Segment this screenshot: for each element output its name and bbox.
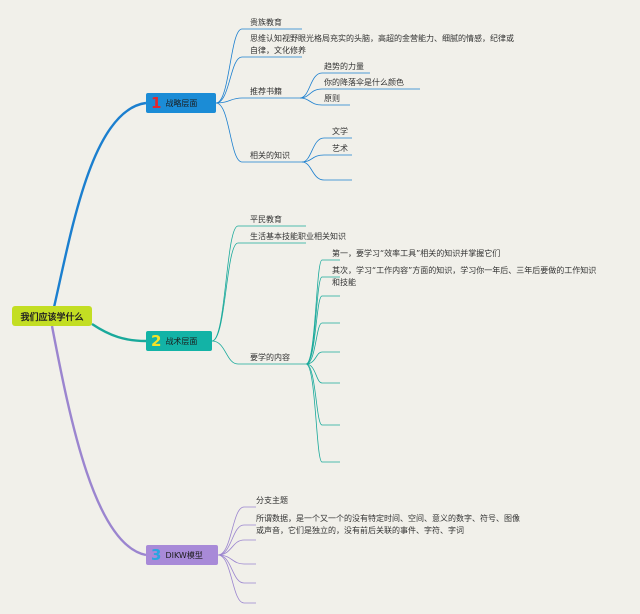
link-dikw-child-1 [217,524,256,556]
link-dikw-child-3 [217,554,256,565]
root-label: 我们应该学什么 [20,312,84,323]
content-work-knowledge[interactable]: 其次，学习“工作内容”方面的知识，学习你一年后、三年后要做的工作知识和技能 [332,266,597,287]
branch-tactical[interactable]: 2 战术层面 [146,331,212,351]
link-content-2 [305,295,340,365]
link-books-2 [299,97,350,106]
link-knowledge-2 [301,161,352,181]
knowledge-art[interactable]: 艺术 [332,144,348,153]
branch-label-dikw: DIKW模型 [165,550,203,560]
link-root-dikw [50,325,147,557]
knowledge-literature[interactable]: 文学 [332,127,348,136]
branch-label-strategic: 战略层面 [165,98,198,108]
link-content-4 [305,351,340,365]
content-efficiency-tools[interactable]: 第一，要学习“效率工具”相关的知识并掌握它们 [332,249,501,258]
branch-number-3: 3 [151,546,162,564]
link-strategic-child-1 [215,56,302,104]
book-principles[interactable]: 原则 [324,94,340,103]
link-content-7 [305,363,340,463]
topic-data-definition[interactable]: 所谓数据，是一个又一个的没有特定时间、空间、意义的数字、符号、图像或声音，它们是… [256,514,520,535]
link-knowledge-0 [301,137,352,163]
link-strategic-child-0 [215,28,302,104]
link-tactical-child-1 [211,242,306,342]
topic-related-knowledge[interactable]: 相关的知识 [250,151,290,160]
topic-branch-subject[interactable]: 分支主题 [256,496,288,505]
link-strategic-child-2 [215,97,302,104]
link-tactical-child-2 [211,340,306,365]
link-content-1 [305,276,340,365]
branch-label-tactical: 战术层面 [165,336,198,346]
link-content-6 [305,363,340,426]
topic-civilian-education[interactable]: 平民教育 [250,215,282,224]
root-node[interactable]: 我们应该学什么 [12,306,92,326]
link-books-1 [299,88,420,99]
link-knowledge-1 [301,154,352,163]
topic-life-skills[interactable]: 生活基本技能职业相关知识 [250,232,346,241]
link-dikw-child-5 [217,554,256,604]
topic-recommended-books[interactable]: 推荐书籍 [250,87,282,96]
branch-number-2: 2 [151,332,162,350]
book-parachute-color[interactable]: 你的降落伞是什么颜色 [324,78,404,87]
branch-dikw[interactable]: 3 DIKW模型 [146,545,218,565]
topic-noble-education[interactable]: 贵族教育 [250,18,282,27]
link-dikw-child-4 [217,554,256,584]
link-content-0 [305,259,340,365]
link-root-strategic [50,101,147,317]
link-root-tactical [91,323,147,343]
topic-thinking-cognition[interactable]: 思维认知视野眼光格局充实的头脑，高超的金营能力、细腻的情感，纪律或自律，文化修养 [250,34,514,55]
book-power-of-trend[interactable]: 趋势的力量 [324,62,364,71]
link-dikw-child-0 [217,506,256,556]
topic-learning-content[interactable]: 要学的内容 [250,353,290,362]
link-content-5 [305,363,340,384]
link-content-3 [305,322,340,365]
link-books-0 [299,72,370,99]
branch-number-1: 1 [151,94,162,112]
branch-strategic[interactable]: 1 战略层面 [146,93,216,113]
link-dikw-child-2 [217,539,256,556]
link-strategic-child-3 [215,102,302,163]
